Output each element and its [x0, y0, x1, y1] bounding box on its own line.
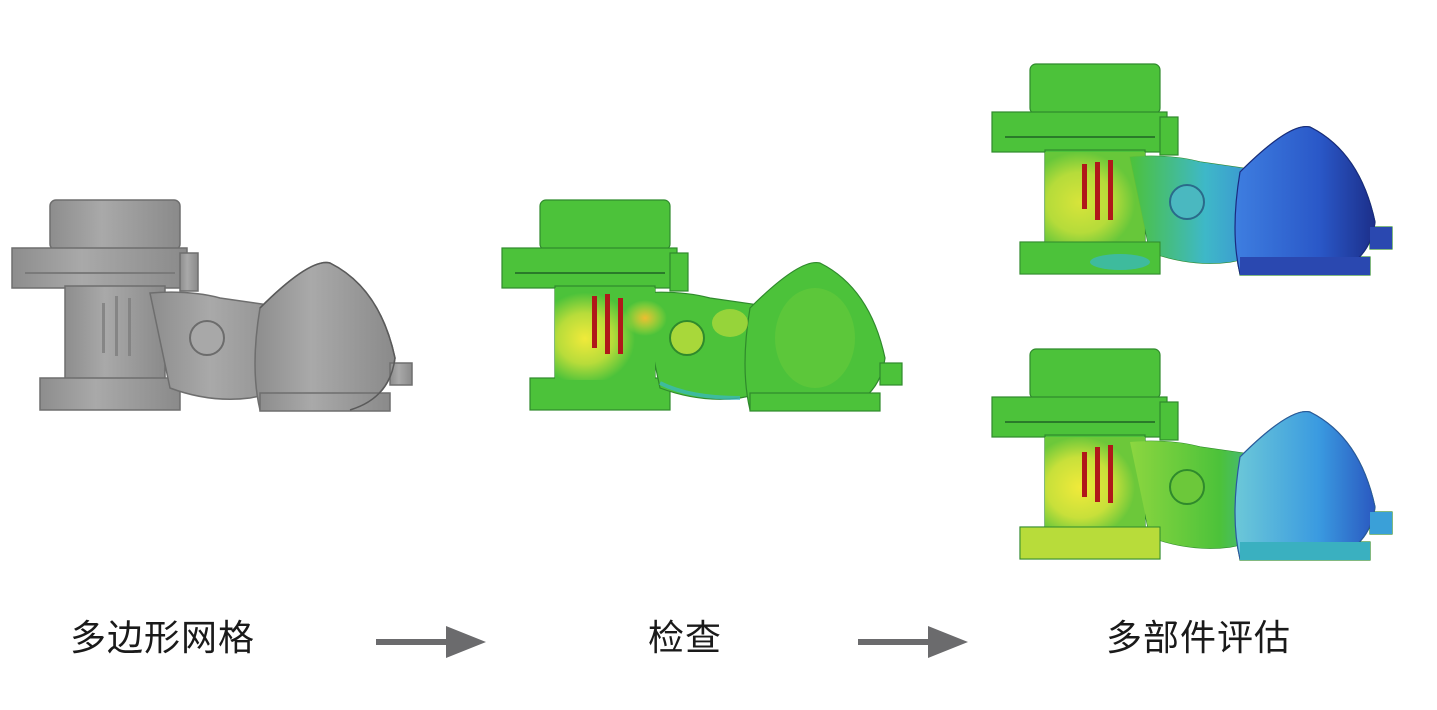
- arrow-right-icon: [858, 626, 968, 658]
- inspection-colormap-image: [500, 198, 910, 414]
- multi-part-evaluation-image-2: [990, 347, 1400, 563]
- step-label-multi-part-evaluation: 多部件评估: [1106, 618, 1292, 659]
- step-label-inspection: 检查: [648, 618, 723, 659]
- arrow-right-icon: [376, 626, 486, 658]
- step-label-polygon-mesh: 多边形网格: [70, 618, 256, 659]
- multi-part-evaluation-image-1: [990, 62, 1400, 278]
- polygon-mesh-image: [10, 198, 420, 414]
